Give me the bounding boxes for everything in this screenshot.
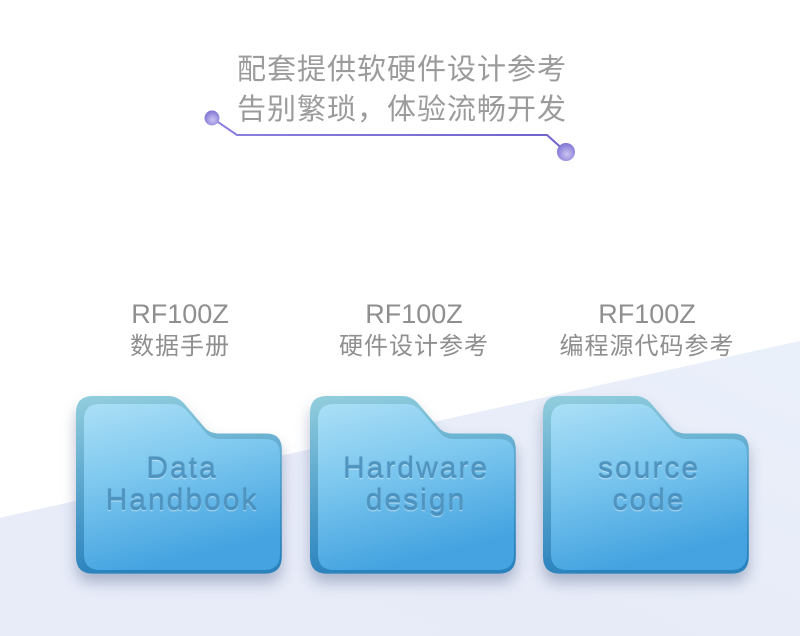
resource-label: RF100Z 编程源代码参考 <box>542 298 752 363</box>
folder-text-line2: design <box>365 484 467 517</box>
section-headline: 配套提供软硬件设计参考 告别繁琐，体验流畅开发 <box>237 50 567 130</box>
resource-source-code: RF100Z 编程源代码参考 source code <box>542 298 752 577</box>
folder-engraved-text: Hardware design <box>318 453 514 517</box>
model-name: RF100Z <box>598 299 696 329</box>
folder-engraved-text: Data Handbook <box>84 453 280 517</box>
resource-hardware-design: RF100Z 硬件设计参考 Hardware design <box>309 298 519 577</box>
resource-subtitle: 编程源代码参考 <box>559 333 735 360</box>
folder-text-line2: Handbook <box>105 484 259 517</box>
folder-icon <box>76 396 282 574</box>
folder-icon <box>543 396 749 574</box>
model-name: RF100Z <box>131 299 229 329</box>
folder-icon <box>310 396 516 574</box>
model-name: RF100Z <box>365 299 463 329</box>
resource-label: RF100Z 硬件设计参考 <box>309 298 519 363</box>
headline-line2: 告别繁琐，体验流畅开发 <box>237 94 568 126</box>
folder-text-line1: Data <box>146 452 218 485</box>
folder-text-line2: code <box>612 484 686 517</box>
source-code-folder[interactable]: source code <box>542 395 752 577</box>
resource-data-handbook: RF100Z 数据手册 Data Handbook <box>75 298 285 577</box>
resource-subtitle: 数据手册 <box>130 333 230 360</box>
headline-line1: 配套提供软硬件设计参考 <box>237 54 568 86</box>
folder-engraved-text: source code <box>551 453 747 517</box>
resource-subtitle: 硬件设计参考 <box>339 333 489 360</box>
folder-text-line1: Hardware <box>342 452 490 485</box>
folder-text-line1: source <box>597 452 701 485</box>
connector-line-icon <box>204 110 575 161</box>
resource-label: RF100Z 数据手册 <box>75 298 285 363</box>
data-handbook-folder[interactable]: Data Handbook <box>75 395 285 577</box>
hardware-design-folder[interactable]: Hardware design <box>309 395 519 577</box>
